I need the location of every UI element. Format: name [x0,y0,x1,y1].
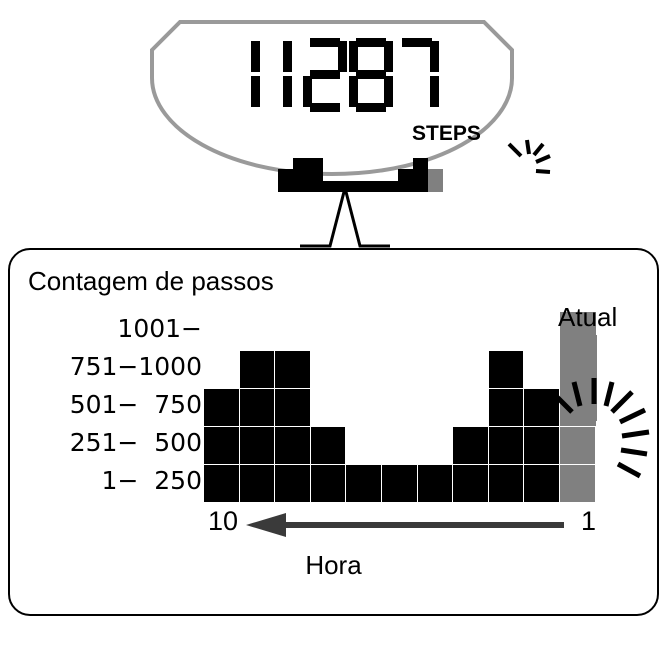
blink-burst-icon [507,139,551,174]
segment-g [246,70,262,79]
bar-column [417,312,454,502]
bar-column [346,312,382,502]
segment-a [356,38,386,47]
segment-g [310,70,340,79]
mini-bar-column [368,146,383,192]
segment-b [384,41,393,72]
blink-burst-icon [550,378,650,479]
segment-f [349,41,358,72]
lcd-digit-4 [349,38,393,112]
bar-column [453,312,489,502]
lcd-display: STEPS [148,18,551,192]
segment-g [356,70,386,79]
segment-e [395,76,404,107]
segment-e [349,76,358,107]
segment-f [395,41,404,72]
mini-bar-column [278,146,293,192]
segment-g [402,70,432,79]
segment-d [402,103,432,112]
lcd-mini-histogram [278,146,443,192]
y-axis-labels: 1001− 751−1000 501− 750 251− 500 1− 250 [18,310,206,500]
segment-c [430,76,439,107]
mini-bar-column [353,146,368,192]
segment-e [280,76,289,107]
y-axis-label: 501− 750 [69,390,202,419]
lcd-digit-1 [239,38,269,112]
mini-bar-column [308,146,323,192]
mini-bar-column [413,146,428,192]
segment-f [303,41,312,72]
y-axis-label: 1001− [117,314,202,343]
segment-b [251,41,260,72]
segment-a [402,38,432,47]
x-axis: 10 1 [206,506,596,540]
segment-d [356,103,386,112]
left-arrow-icon [246,513,564,537]
step-count-panel: Contagem de passos 1001− 751−1000 501− 7… [8,248,659,616]
lcd-digit-2 [271,38,301,112]
callout-connector [300,186,390,248]
bar-chart-plot-area [204,312,596,502]
segment-f [280,41,289,72]
segment-b [338,41,347,72]
segment-b [430,41,439,72]
segment-b [283,41,292,72]
segment-c [384,76,393,107]
segment-d [310,103,340,112]
y-axis-label: 751−1000 [69,352,202,381]
segment-g [278,70,294,79]
segment-c [283,76,292,107]
segment-a [310,38,340,47]
bar-column [381,312,418,502]
segment-f [248,41,257,72]
segment-e [248,76,257,107]
mini-bar-column-current [428,146,443,192]
bar-column [204,312,240,502]
bar-column [239,312,276,502]
lcd-digit-5 [395,38,439,112]
lcd-outline-shape [150,20,514,177]
lcd-step-count [224,38,454,114]
mini-bar-column [323,146,338,192]
x-axis-title: Hora [305,550,362,580]
bar-column [275,312,311,502]
x-axis-right-label: 1 [580,506,596,536]
segment-e [303,76,312,107]
segment-c [251,76,260,107]
y-axis-label: 1− 250 [85,466,202,495]
mini-bar-column [398,146,413,192]
x-axis-left-label: 10 [208,506,239,536]
current-bar-annotation-label: Atual [558,302,618,332]
mini-bar-column [293,146,308,192]
bar-column [488,312,525,502]
bar-column [310,312,347,502]
mini-bar-column [383,146,398,192]
y-axis-label: 251− 500 [69,428,202,457]
page-title: Contagem de passos [28,266,274,296]
lcd-digit-3 [303,38,347,112]
lcd-steps-unit-label: STEPS [412,122,481,145]
